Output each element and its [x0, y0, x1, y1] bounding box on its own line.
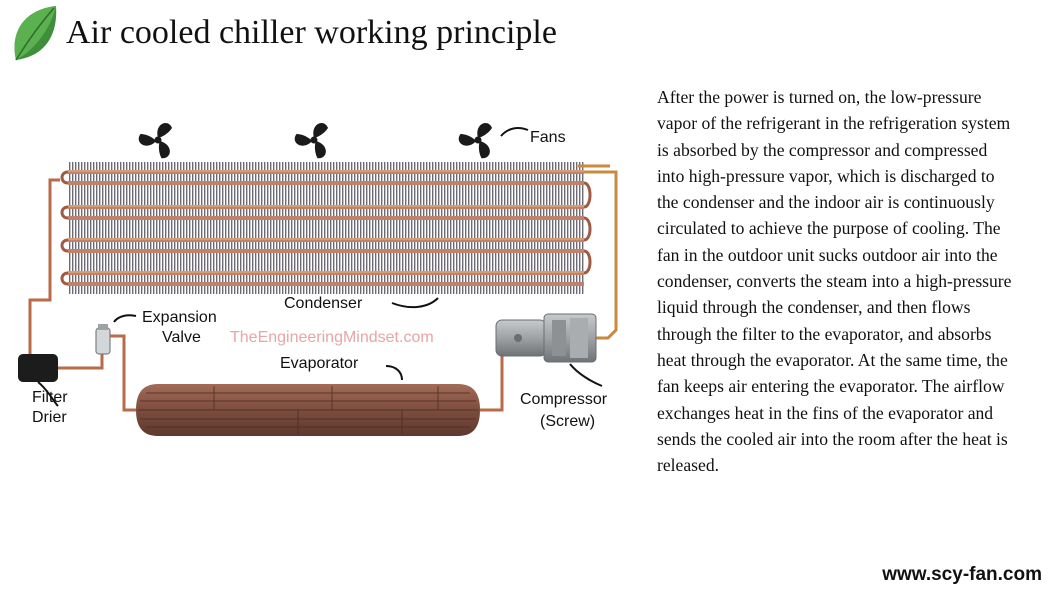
expansion-valve-body: [95, 327, 111, 355]
page-title: Air cooled chiller working principle: [66, 14, 557, 51]
evaporator-shell: [136, 384, 480, 436]
fans-label: Fans: [530, 129, 566, 146]
filter-drier-body: [18, 354, 58, 382]
leaf-logo-icon: [14, 6, 57, 61]
screw-label: (Screw): [540, 413, 595, 430]
filter-label: Filter: [32, 389, 68, 406]
compressor-body: [495, 313, 597, 363]
fan-icon: [458, 123, 492, 159]
expansion-label: Expansion: [142, 309, 217, 326]
fan-icon: [138, 123, 172, 159]
condenser-label: Condenser: [284, 295, 363, 312]
condenser-coil: [60, 162, 592, 294]
fan-icon: [294, 123, 328, 159]
website-url: www.scy-fan.com: [882, 564, 1042, 585]
valve-label: Valve: [162, 329, 201, 346]
chiller-diagram: Fans: [18, 123, 618, 436]
drier-label: Drier: [32, 409, 67, 426]
description-text: After the power is turned on, the low-pr…: [657, 87, 1012, 476]
evaporator-label: Evaporator: [280, 355, 359, 372]
compressor-label: Compressor: [520, 391, 608, 408]
watermark-text: TheEngineeringMindset.com: [230, 329, 434, 346]
